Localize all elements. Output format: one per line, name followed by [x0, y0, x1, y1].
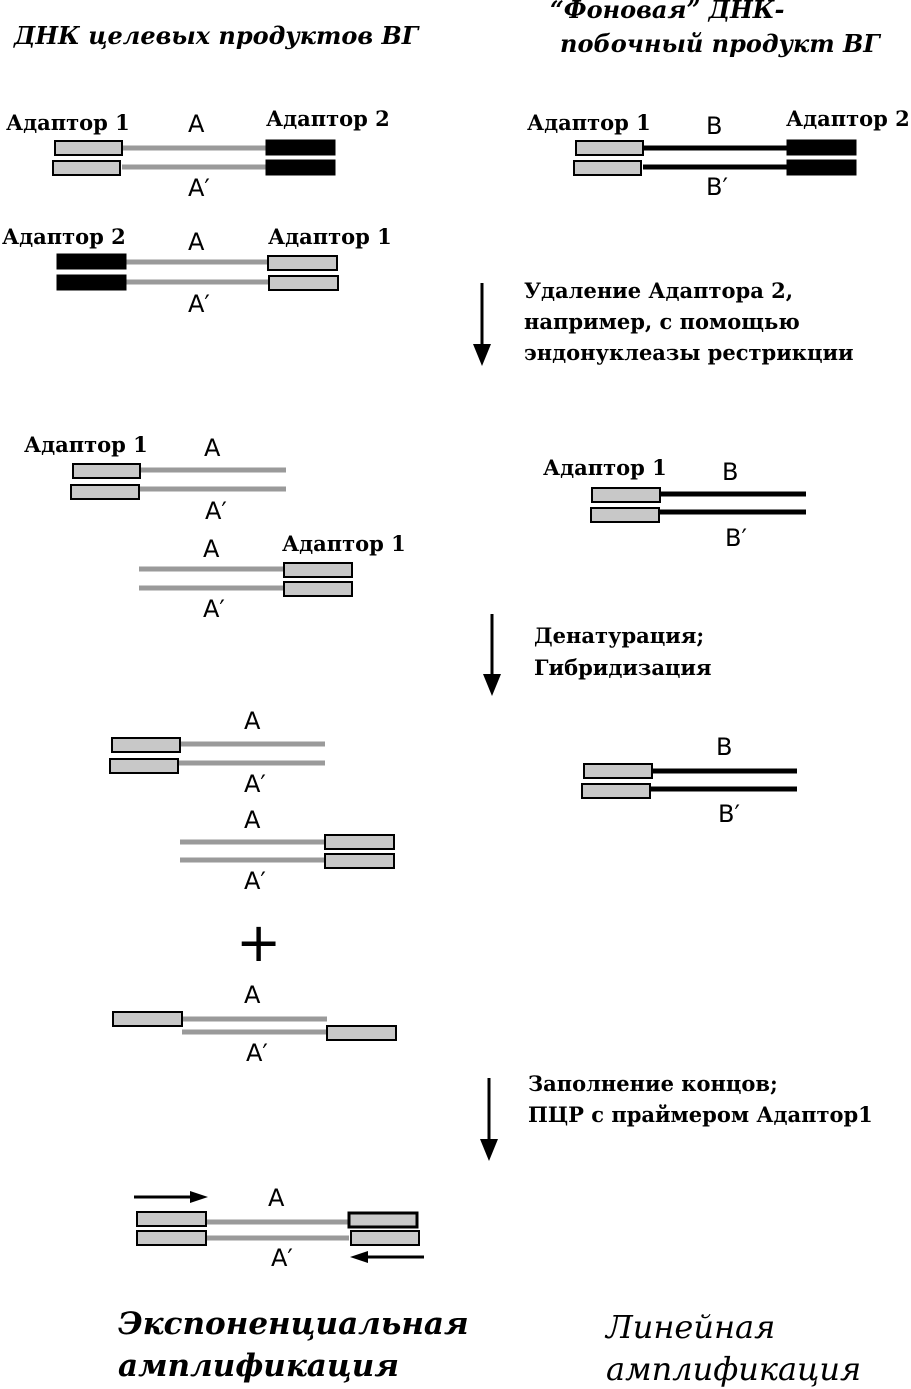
strand-b-label: B: [716, 733, 732, 761]
step1-line3: эндонуклеазы рестрикции: [524, 340, 854, 365]
strand-a-prime-label: A′: [188, 174, 210, 202]
adaptor1-block: [283, 562, 353, 578]
hybrid-fragment-1: A A′: [109, 707, 325, 798]
adaptor2-block: [56, 274, 127, 291]
adaptor2-block: [786, 159, 857, 176]
background-fragment: Адаптор 1 B B′: [543, 455, 806, 552]
adaptor1-block: [54, 140, 123, 156]
step1-line1: Удаление Адаптора 2,: [524, 278, 793, 303]
strand-b-prime-label: B′: [718, 800, 740, 828]
hybrid-fragment-3: A A′: [112, 981, 397, 1067]
adaptor2-block: [786, 139, 857, 156]
strand-a-prime-label: A′: [271, 1244, 293, 1272]
adaptor1-block: [70, 484, 140, 500]
step2-arrow: [483, 614, 501, 696]
plus-sign: +: [236, 911, 281, 974]
strand-a-label: A: [244, 707, 261, 735]
adaptor2-label: Адаптор 2: [786, 106, 910, 131]
target-fragment-1: Адаптор 1 A A′: [24, 432, 286, 525]
adaptor1-block: [52, 160, 121, 176]
adaptor1-block: [326, 1025, 397, 1041]
strand-a-label: A: [244, 981, 261, 1009]
exponential-line2: амплификация: [118, 1348, 399, 1384]
strand-a-prime-label: A′: [246, 1039, 268, 1067]
strand-a-label: A: [188, 228, 205, 256]
adaptor1-block: [267, 255, 338, 271]
step3-arrow: [480, 1078, 498, 1161]
exponential-line1: Экспоненциальная: [118, 1306, 469, 1342]
step1-line2: например, с помощью: [524, 309, 800, 334]
adaptor1-block: [573, 160, 642, 176]
strand-b-label: B: [722, 458, 738, 486]
adaptor1-block: [283, 581, 353, 597]
adaptor1-label: Адаптор 1: [268, 224, 392, 249]
strand-a-prime-label: A′: [244, 867, 266, 895]
background-duplex-1: Адаптор 1 Адаптор 2 B B′: [527, 106, 910, 201]
adaptor2-block: [56, 253, 127, 270]
left-column-header: ДНК целевых продуктов ВГ: [13, 21, 420, 50]
strand-a-label: A: [204, 434, 221, 462]
adaptor1-label: Адаптор 1: [527, 110, 651, 135]
step2-line1: Денатурация;: [534, 623, 704, 648]
strand-b-prime-label: B′: [725, 524, 747, 552]
step1-arrow: [473, 283, 491, 366]
adaptor1-block: [111, 737, 181, 753]
linear-line2: амплификация: [606, 1350, 861, 1388]
adaptor1-label: Адаптор 1: [543, 455, 667, 480]
adaptor2-label: Адаптор 2: [266, 106, 390, 131]
adaptor1-block: [324, 834, 395, 850]
adaptor1-block: [112, 1011, 183, 1027]
adaptor1-block: [324, 853, 395, 869]
adaptor2-label: Адаптор 2: [2, 224, 126, 249]
strand-a-prime-label: A′: [188, 290, 210, 318]
adaptor1-block: [350, 1230, 420, 1246]
adaptor1-block: [590, 507, 660, 523]
target-duplex-2: Адаптор 2 Адаптор 1 A A′: [2, 224, 392, 318]
reverse-primer-arrowhead: [350, 1251, 368, 1263]
adaptor1-label: Адаптор 1: [24, 432, 148, 457]
adaptor1-label: Адаптор 1: [6, 110, 130, 135]
adaptor1-block: [347, 1211, 419, 1229]
adaptor1-block: [136, 1230, 207, 1246]
strand-a-label: A: [203, 535, 220, 563]
adaptor1-block: [109, 758, 179, 774]
adaptor1-block: [583, 763, 653, 779]
adaptor1-block: [591, 487, 661, 503]
right-column-header-line1: “Фоновая” ДНК-: [550, 0, 784, 24]
adaptor1-block: [72, 463, 141, 479]
adaptor1-label: Адаптор 1: [282, 531, 406, 556]
forward-primer-arrowhead: [190, 1191, 208, 1203]
hybrid-fragment-2: A A′: [180, 806, 395, 895]
adaptor1-block: [575, 140, 644, 156]
target-duplex-1: Адаптор 1 Адаптор 2 A A′: [6, 106, 390, 202]
adaptor1-block: [268, 275, 339, 291]
right-column-header-line2: побочный продукт ВГ: [560, 29, 881, 58]
strand-b-label: B: [706, 112, 722, 140]
strand-a-prime-label: A′: [205, 497, 227, 525]
adaptor1-block: [581, 783, 651, 799]
step3-line2: ПЦР с праймером Адаптор1: [528, 1102, 873, 1127]
target-fragment-2: A Адаптор 1 A′: [139, 531, 406, 623]
linear-line1: Линейная: [604, 1308, 775, 1346]
background-hybrid: B B′: [581, 733, 797, 828]
adaptor1-block: [136, 1211, 207, 1227]
adaptor2-block: [265, 139, 336, 156]
strand-a-prime-label: A′: [244, 770, 266, 798]
adaptor2-block: [265, 159, 336, 176]
strand-a-label: A: [244, 806, 261, 834]
step2-line2: Гибридизация: [534, 655, 712, 680]
step3-line1: Заполнение концов;: [528, 1071, 778, 1096]
strand-a-label: A: [268, 1184, 285, 1212]
strand-b-prime-label: B′: [706, 173, 728, 201]
strand-a-label: A: [188, 110, 205, 138]
pcr-product: A A′: [134, 1184, 424, 1272]
strand-a-prime-label: A′: [203, 595, 225, 623]
